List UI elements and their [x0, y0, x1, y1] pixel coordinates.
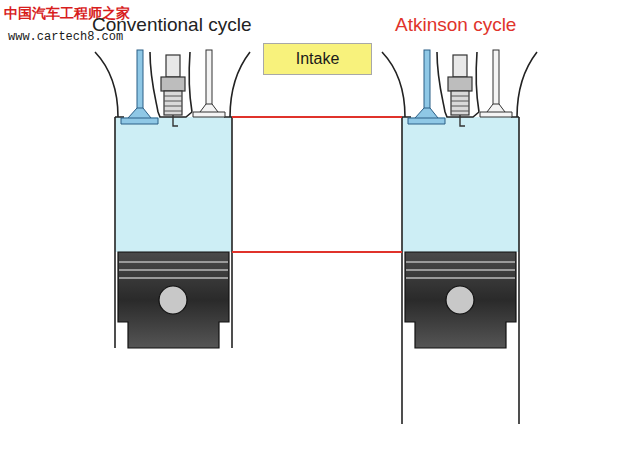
intake-valve-head — [408, 108, 445, 124]
atkinson-engine — [382, 50, 537, 348]
intake-valve — [424, 50, 430, 110]
cylinder-wall — [401, 348, 403, 424]
cycle-title: Atkinson cycle — [395, 14, 516, 36]
cycle-title: Conventional cycle — [92, 14, 251, 36]
reference-line — [232, 251, 402, 253]
conventional-engine — [95, 50, 250, 348]
intake-valve — [137, 50, 143, 110]
cylinder-wall — [518, 348, 520, 424]
intake-valve-head — [121, 108, 158, 124]
reference-line — [232, 116, 402, 118]
box-text: Intake — [296, 50, 340, 68]
label-box: Intake — [263, 43, 372, 75]
